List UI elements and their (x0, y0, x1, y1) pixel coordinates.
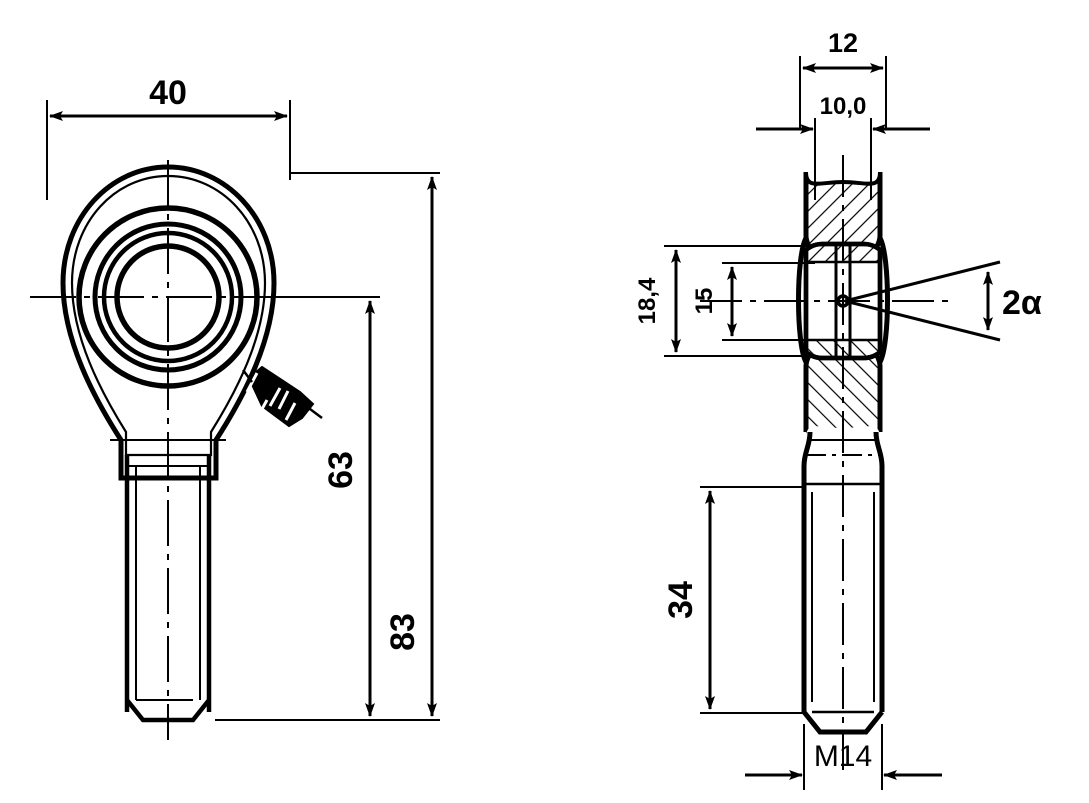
side-shank (801, 431, 885, 735)
dimension-label-15: 15 (691, 288, 718, 315)
dimension-thread-m14: M14 (745, 724, 942, 790)
dimension-label-34: 34 (662, 581, 700, 619)
grease-nipple-icon (242, 365, 323, 428)
dimension-label-2alpha: 2α (1002, 284, 1042, 322)
dimension-label-12: 12 (828, 28, 858, 58)
dimension-bore-width-10: 10,0 (756, 93, 930, 200)
dimension-housing-height-18-4: 18,4 (634, 245, 810, 357)
dimension-label-63: 63 (322, 451, 360, 489)
dimension-label-18-4: 18,4 (634, 277, 661, 324)
dimension-inner-height-15: 15 (691, 262, 815, 341)
dimension-label-m14: M14 (814, 740, 872, 773)
dimension-swivel-angle: 2α (844, 260, 1042, 342)
dimension-label-83: 83 (384, 613, 422, 651)
dimension-label-10: 10,0 (820, 93, 867, 120)
side-view-centerlines (700, 155, 950, 770)
dimension-housing-width-12: 12 (799, 28, 887, 130)
side-view (700, 155, 950, 770)
front-view (30, 160, 323, 740)
dimension-center-height-63: 63 (250, 296, 380, 717)
dimension-length-83: 83 (215, 172, 440, 721)
dimension-thread-length-34: 34 (662, 486, 806, 714)
dimension-width-40: 40 (46, 74, 291, 200)
dimension-label-40: 40 (149, 74, 187, 112)
